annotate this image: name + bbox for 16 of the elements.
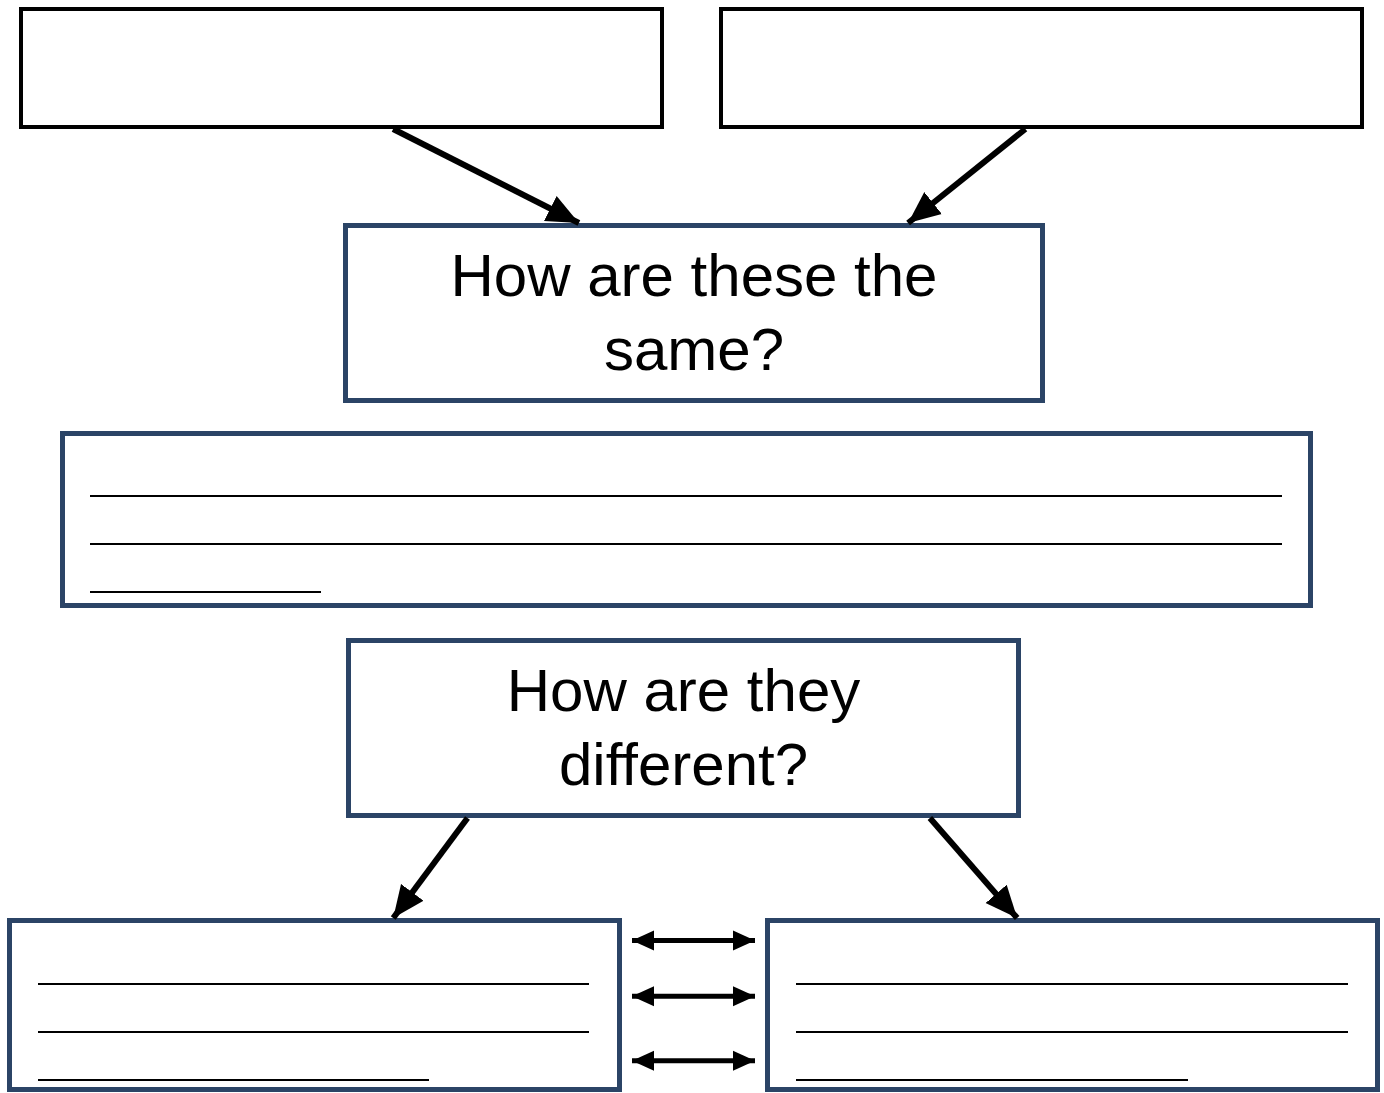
question-box [343,223,1045,403]
arrow [927,816,1020,920]
arrow [391,126,581,226]
question-box [346,638,1021,818]
arrow [906,126,1028,226]
empty-box [19,7,664,129]
double-arrow [632,986,755,1007]
answer-box [7,918,622,1092]
double-arrow [632,1050,755,1071]
answer-box [765,918,1380,1092]
answer-box [60,431,1313,608]
double-arrow [632,930,755,951]
arrow [390,816,470,920]
question-text: How are they different? [505,656,862,800]
empty-box [719,7,1364,129]
question-text: How are these the same? [449,241,939,385]
